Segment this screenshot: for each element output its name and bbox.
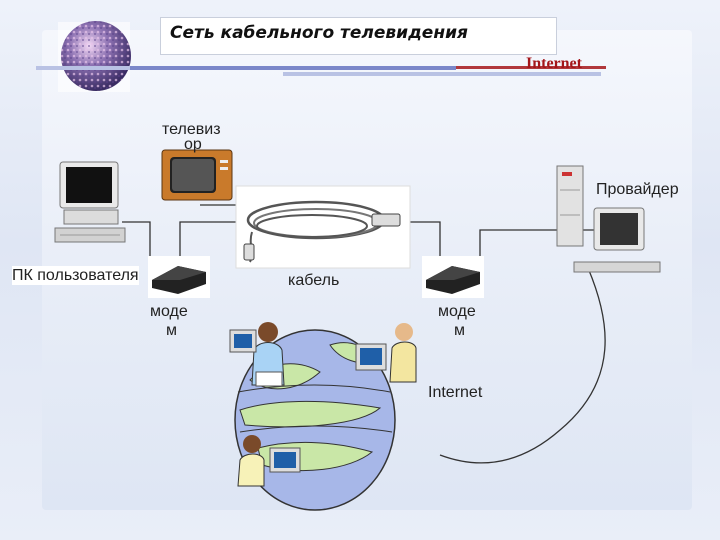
- modem-right-label: моде м: [438, 302, 476, 340]
- user-computer-icon: [54, 161, 126, 243]
- cable-label: кабель: [288, 272, 340, 289]
- modem-right-label-line1: моде: [438, 303, 476, 320]
- internet-header-label: Internet: [526, 55, 582, 72]
- television-icon: [161, 149, 233, 201]
- user-pc-label: ПК пользователя: [12, 266, 139, 285]
- cable-icon: [235, 185, 411, 269]
- modem-left-icon: [148, 256, 210, 298]
- modem-left-label-line1: моде: [150, 303, 188, 320]
- title-box: [160, 17, 557, 55]
- modem-right-label-line2: м: [454, 322, 465, 339]
- modem-right-icon: [422, 256, 484, 298]
- tv-label-line1: телевиз: [162, 121, 221, 138]
- tv-label-line2: ор: [184, 136, 202, 153]
- modem-left-label-line2: м: [166, 322, 177, 339]
- modem-left-label: моде м: [150, 302, 188, 340]
- provider-server-icon: [556, 165, 661, 273]
- user-woman-2-icon: [237, 435, 301, 487]
- header-rule-2: [283, 72, 601, 76]
- provider-label: Провайдер: [596, 181, 679, 198]
- page-title: Сеть кабельного телевидения: [170, 23, 468, 43]
- user-man-icon: [355, 323, 417, 383]
- internet-globe-label: Internet: [428, 384, 483, 401]
- connection-lines: [122, 204, 606, 464]
- orb-logo-icon: [58, 21, 131, 92]
- user-woman-icon: [229, 322, 285, 387]
- tv-label: телевиз ор: [162, 120, 221, 154]
